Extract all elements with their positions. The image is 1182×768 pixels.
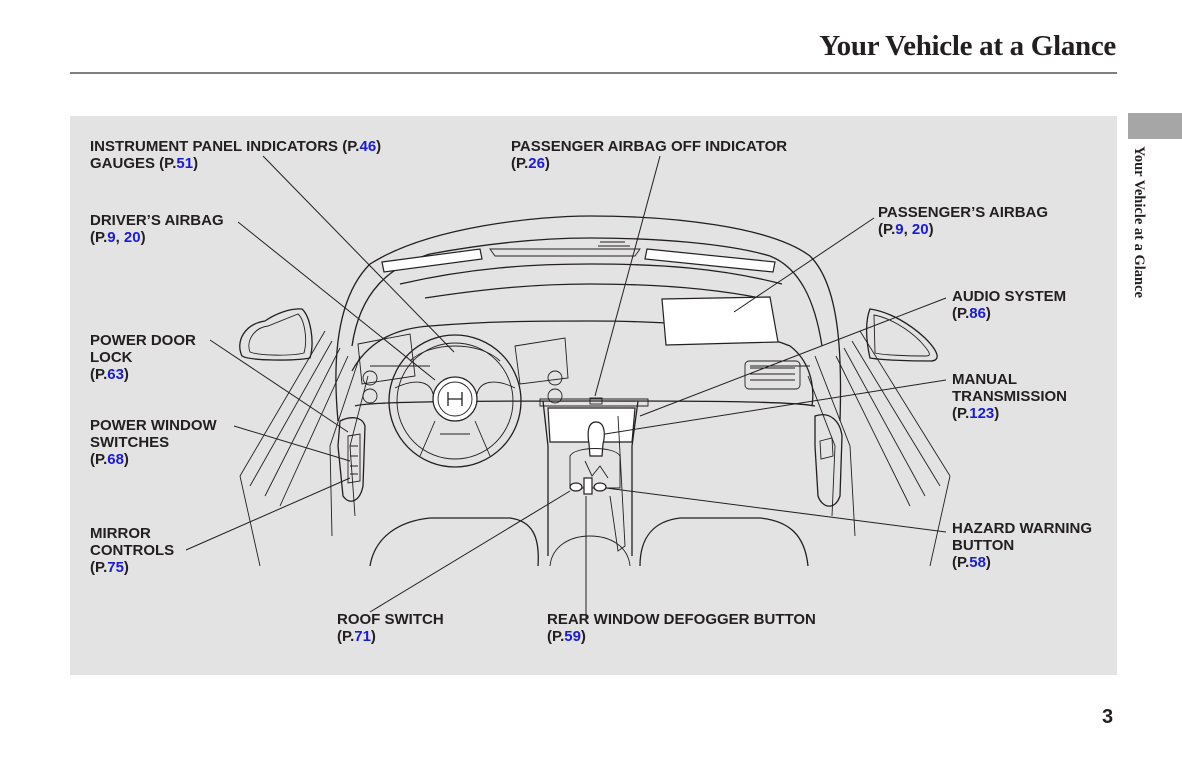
passenger-airbag-panel	[661, 296, 779, 346]
page-link[interactable]: 58	[969, 554, 986, 571]
leader-manual-transmission	[604, 379, 947, 435]
callout-power-door-lock: POWER DOOR LOCK (P.63)	[90, 332, 196, 383]
car-interior-illustration	[185, 155, 951, 618]
leader-passengers-airbag	[733, 217, 875, 313]
page-link[interactable]: 75	[107, 559, 124, 576]
page-link[interactable]: 26	[528, 155, 545, 172]
callout-audio-system: AUDIO SYSTEM (P.86)	[952, 288, 1067, 322]
page-title: Your Vehicle at a Glance	[819, 30, 1116, 62]
leader-drivers-airbag	[237, 221, 436, 381]
leader-roof-switch	[369, 490, 571, 613]
callout-drivers-airbag: DRIVER’S AIRBAG (P.9, 20)	[90, 212, 224, 246]
callout-passenger-airbag-off: PASSENGER AIRBAG OFF INDICATOR (P.26)	[511, 138, 788, 172]
callout-manual-transmission: MANUAL TRANSMISSION (P.123)	[952, 371, 1068, 422]
leader-instrument-panel	[262, 155, 455, 353]
leader-passenger-airbag-off	[594, 155, 661, 397]
callout-power-window-switches: POWER WINDOW SWITCHES (P.68)	[90, 417, 217, 468]
title-divider	[70, 72, 1117, 74]
callout-roof-switch: ROOF SWITCH (P.71)	[337, 611, 444, 645]
page-link[interactable]: 86	[969, 305, 986, 322]
callout-hazard-warning-button: HAZARD WARNING BUTTON (P.58)	[952, 520, 1092, 571]
center-console	[539, 397, 649, 556]
page-link[interactable]: 123	[969, 405, 995, 422]
gauges-label: GAUGES (P.51)	[90, 155, 199, 172]
page-link[interactable]: 20	[911, 221, 929, 238]
page-link[interactable]: 9	[895, 221, 904, 238]
page-link[interactable]: 46	[359, 138, 377, 155]
page-link[interactable]: 51	[176, 155, 194, 172]
seats	[239, 475, 951, 567]
callout-passengers-airbag: PASSENGER’S AIRBAG (P.9, 20)	[878, 204, 1049, 238]
page-link[interactable]: 9	[107, 229, 116, 246]
leader-audio-system	[639, 297, 947, 417]
leader-mirror-controls	[185, 477, 351, 551]
page-link[interactable]: 20	[123, 229, 141, 246]
steering-wheel	[388, 334, 522, 468]
callout-instrument-panel: INSTRUMENT PANEL INDICATORS (P.46) GAUGE…	[90, 138, 381, 172]
section-tab-label: Your Vehicle at a Glance	[1131, 146, 1147, 298]
doors	[239, 330, 951, 537]
page-link[interactable]: 71	[354, 628, 371, 645]
page-number: 3	[1102, 706, 1114, 728]
interior-diagram-panel: INSTRUMENT PANEL INDICATORS (P.46) GAUGE…	[70, 116, 1117, 675]
page-link[interactable]: 59	[564, 628, 581, 645]
instrument-panel-indicators-label: INSTRUMENT PANEL INDICATORS (P.46)	[90, 138, 382, 155]
leader-power-window	[233, 425, 351, 462]
leader-power-door-lock	[209, 339, 349, 433]
leader-lines	[185, 155, 947, 618]
callout-mirror-controls: MIRROR CONTROLS (P.75)	[90, 525, 175, 576]
callout-rear-window-defogger: REAR WINDOW DEFOGGER BUTTON (P.59)	[547, 611, 816, 645]
page-link[interactable]: 68	[107, 451, 124, 468]
page-link[interactable]: 63	[107, 366, 124, 383]
section-tab[interactable]	[1128, 113, 1182, 139]
leader-hazard-warning	[605, 487, 947, 533]
side-mirrors	[239, 308, 938, 362]
windshield-frame	[335, 215, 842, 422]
